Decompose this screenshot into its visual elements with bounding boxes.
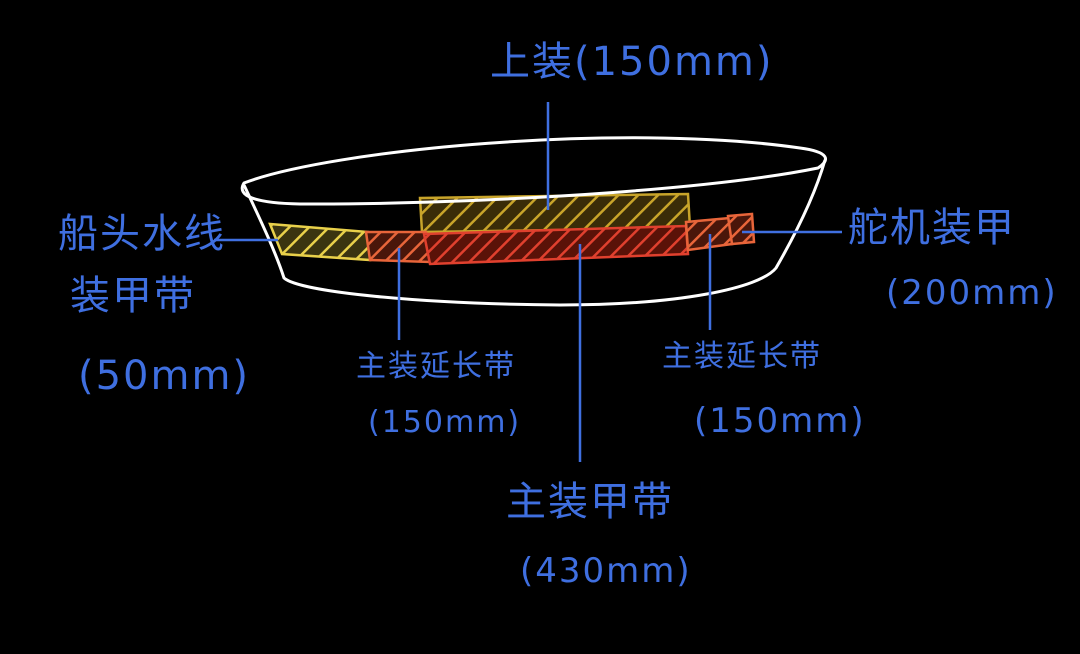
bow-waterline-belt-region	[268, 222, 372, 262]
label-main-ext-right-line1: 主装延长带	[662, 339, 822, 374]
hull-deck-outline	[240, 136, 827, 206]
label-main-ext-left-line1: 主装延长带	[356, 349, 516, 384]
label-steering-line2: (200mm)	[886, 273, 1058, 313]
label-main-belt-line1: 主装甲带	[506, 479, 674, 525]
label-bow-belt-line1: 船头水线	[58, 211, 226, 257]
label-bow-belt-line3: (50mm)	[78, 353, 251, 399]
steering-armor-region	[726, 212, 756, 246]
label-bow-belt-line2: 装甲带	[70, 273, 196, 319]
label-main-ext-right-line2: (150mm)	[694, 401, 866, 441]
hull-side-outline	[242, 159, 827, 307]
main-belt-region	[422, 224, 690, 266]
label-main-belt-line2: (430mm)	[520, 551, 692, 591]
label-main-ext-left-line2: (150mm)	[368, 405, 522, 440]
label-steering-line1: 舵机装甲	[848, 205, 1016, 251]
label-deck-armor: 上装(150mm)	[490, 39, 774, 85]
